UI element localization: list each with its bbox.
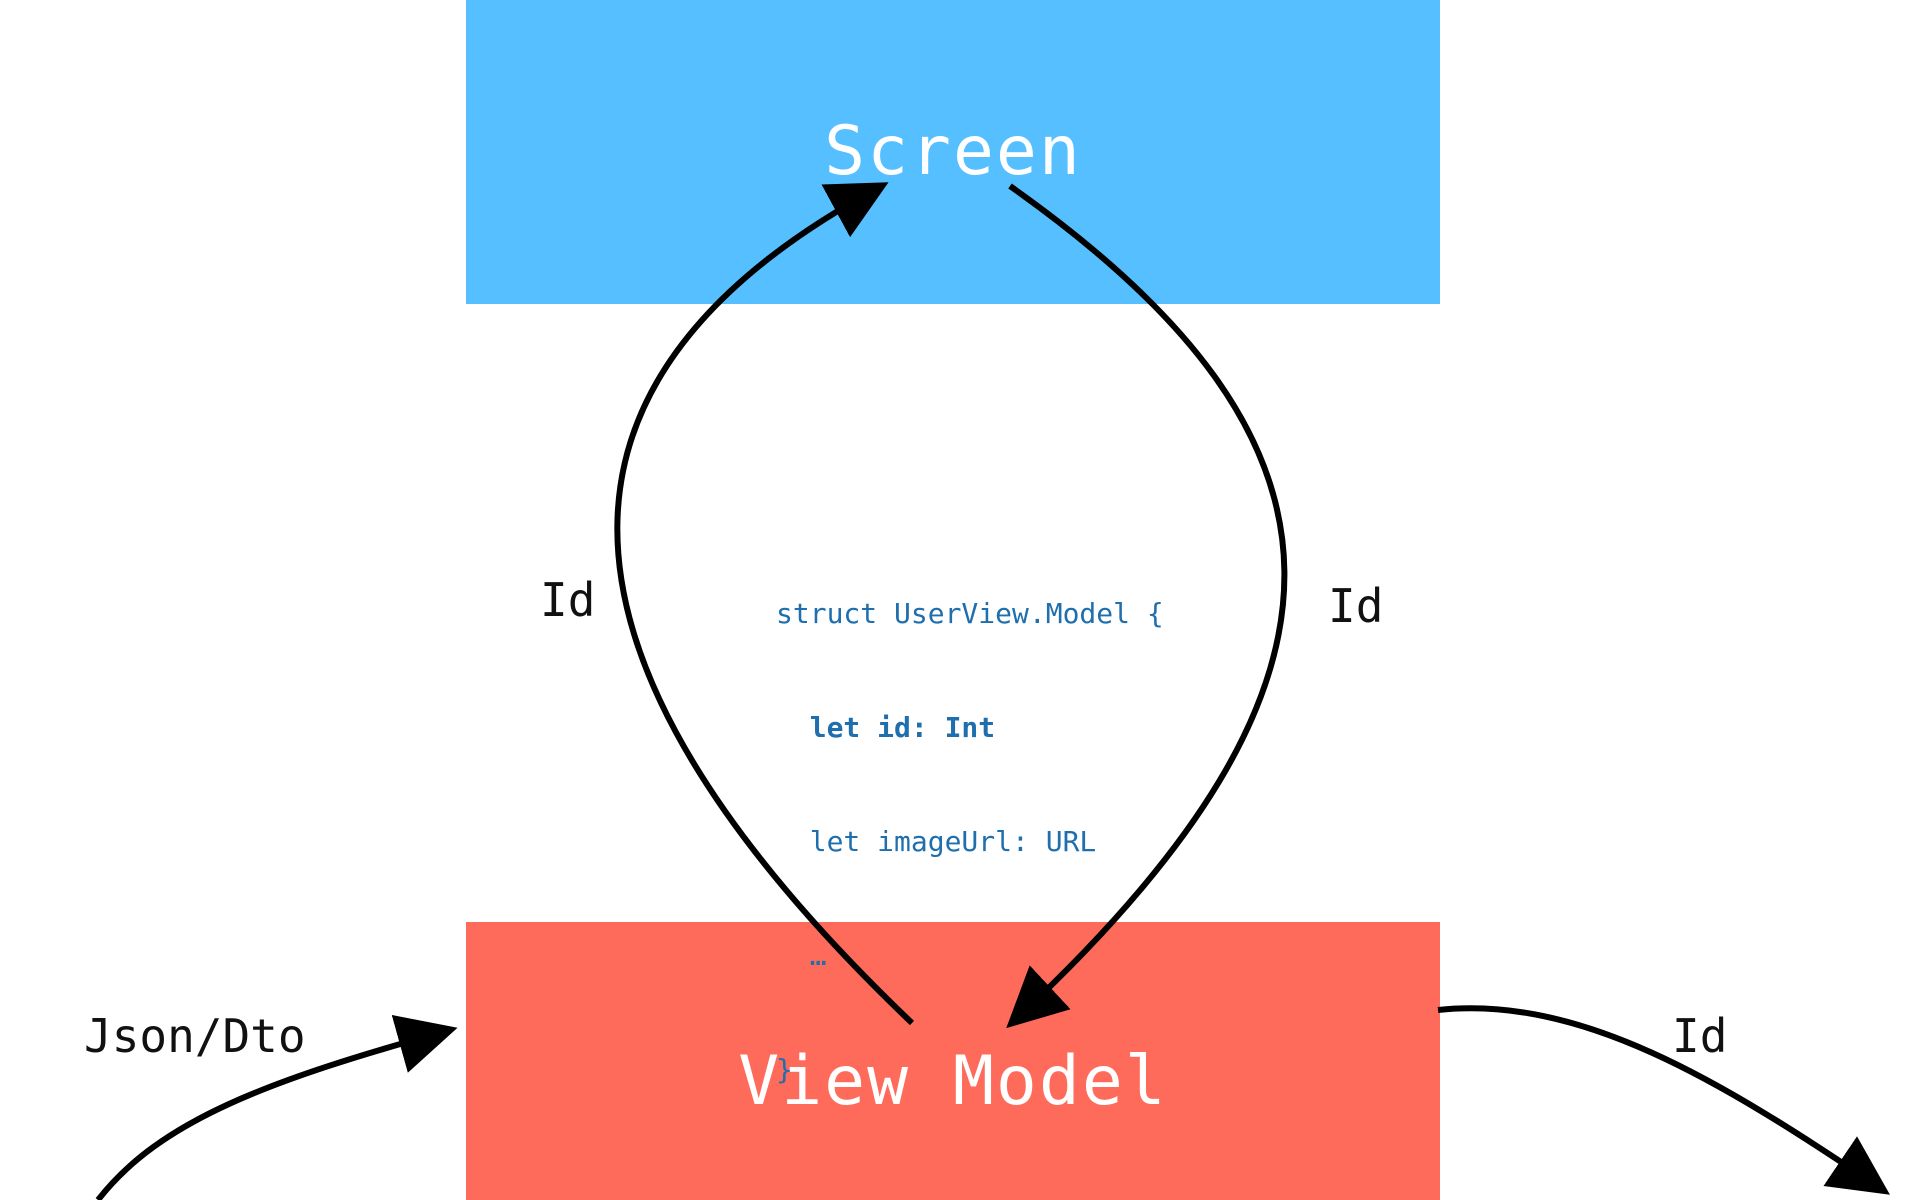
edge-label-vm-to-screen: Id bbox=[540, 573, 596, 627]
code-line: … bbox=[776, 939, 827, 972]
code-line: let id: Int bbox=[776, 711, 996, 744]
code-line: } bbox=[776, 1053, 793, 1086]
arrow-vm-to-screen bbox=[614, 182, 915, 1026]
view-model-node: View Model bbox=[466, 922, 1440, 1200]
arrow-screen-to-vm bbox=[1006, 183, 1288, 1029]
arrow-vm-to-output bbox=[1437, 1005, 1890, 1195]
code-snippet: struct UserView.Model { let id: Int let … bbox=[776, 519, 1164, 1127]
view-model-label: View Model bbox=[738, 1042, 1168, 1121]
code-line: let imageUrl: URL bbox=[776, 825, 1097, 858]
code-line: struct UserView.Model { bbox=[776, 597, 1164, 630]
screen-label: Screen bbox=[824, 112, 1082, 191]
screen-node: Screen bbox=[466, 0, 1440, 304]
edge-label-vm-to-output: Id bbox=[1672, 1009, 1728, 1063]
arrow-input-to-vm bbox=[95, 1014, 458, 1200]
edge-label-screen-to-vm: Id bbox=[1328, 579, 1384, 633]
edge-label-input-to-vm: Json/Dto bbox=[84, 1009, 306, 1063]
